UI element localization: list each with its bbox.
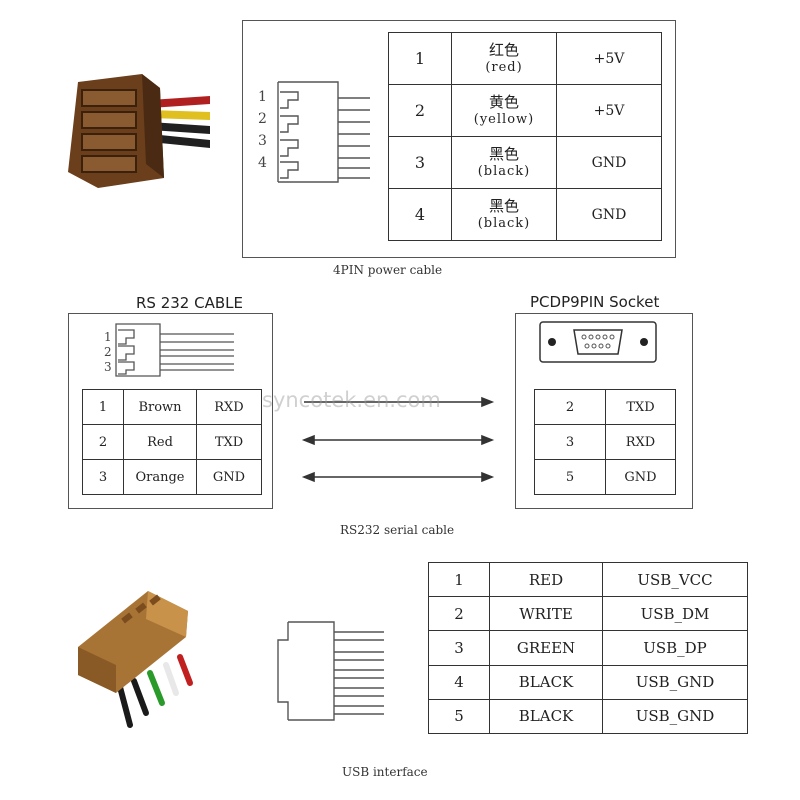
signal-cell: GND: [196, 459, 262, 495]
color-cn: 黑色: [488, 145, 519, 163]
usb-pin-table: 1 RED USB_VCC 2 WRITE USB_DM 3 GREEN USB…: [428, 561, 748, 735]
power-connector-photo: [68, 74, 210, 188]
pin-cell: 3: [82, 459, 124, 495]
pin-cell: 1: [388, 32, 452, 85]
table-row: 5 GND: [534, 459, 676, 495]
color-cell: 黑色(black): [451, 136, 557, 189]
signal-cell: USB_GND: [602, 698, 748, 735]
table-row: 2 WRITE USB_DM: [428, 596, 748, 632]
rs232-pin-number: 3: [104, 360, 112, 374]
pin-cell: 2: [428, 596, 490, 632]
arrow-head: [301, 471, 315, 483]
rs232-cable-title: RS 232 CABLE: [136, 294, 243, 312]
rs232-caption: RS232 serial cable: [340, 523, 455, 537]
color-cell: 黄色(yellow): [451, 84, 557, 137]
table-row: 3 GREEN USB_DP: [428, 630, 748, 666]
rs232-cable-table: 1 Brown RXD 2 Red TXD 3 Orange GND: [82, 389, 262, 495]
table-row: 2 TXD: [534, 389, 676, 425]
power-pin-numbers: 1 2 3 4: [258, 86, 267, 174]
table-row: 5 BLACK USB_GND: [428, 698, 748, 735]
usb-connector-drawing: [277, 621, 384, 721]
signal-cell: GND: [556, 188, 662, 241]
pin-cell: 2: [388, 84, 452, 137]
color-cn: 黑色: [488, 197, 519, 215]
table-row: 4 黑色(black) GND: [388, 188, 662, 241]
signal-cell: TXD: [196, 424, 262, 460]
pin-cell: 5: [428, 698, 490, 735]
pin-cell: 1: [82, 389, 124, 425]
color-en: (red): [485, 60, 523, 75]
rs232-socket-table: 2 TXD 3 RXD 5 GND: [534, 389, 676, 495]
arrow-head: [481, 396, 495, 408]
pin-cell: 4: [428, 664, 490, 700]
pin-cell: 3: [428, 630, 490, 666]
power-pin-number: 1: [258, 89, 267, 105]
power-caption: 4PIN power cable: [333, 263, 443, 277]
signal-cell: USB_GND: [602, 664, 748, 700]
signal-cell: RXD: [605, 424, 676, 460]
signal-cell: RXD: [196, 389, 262, 425]
signal-cell: GND: [556, 136, 662, 189]
rs232-arrows: [301, 396, 495, 483]
color-cell: Red: [123, 424, 197, 460]
usb-caption: USB interface: [342, 765, 428, 779]
rs232-pin-number: 1: [104, 330, 112, 344]
power-pin-table: 1 红色(red) +5V 2 黄色(yellow) +5V 3 黑色(blac…: [388, 32, 662, 241]
pin-cell: 3: [388, 136, 452, 189]
arrow-head: [481, 471, 495, 483]
signal-cell: USB_DP: [602, 630, 748, 666]
table-row: 2 黄色(yellow) +5V: [388, 84, 662, 137]
pin-cell: 3: [534, 424, 606, 460]
color-cell: RED: [489, 561, 603, 598]
signal-cell: USB_VCC: [602, 561, 748, 598]
rs232-pin-numbers: 1 2 3: [104, 330, 112, 375]
color-cell: BLACK: [489, 698, 603, 735]
signal-cell: USB_DM: [602, 596, 748, 632]
color-cell: Brown: [123, 389, 197, 425]
color-cell: 黑色(black): [451, 188, 557, 241]
power-connector-drawing: [277, 81, 370, 183]
table-row: 1 Brown RXD: [82, 389, 262, 425]
signal-cell: +5V: [556, 32, 662, 85]
pin-cell: 2: [82, 424, 124, 460]
arrow-head: [481, 434, 495, 446]
table-row: 3 RXD: [534, 424, 676, 460]
arrow-head: [301, 434, 315, 446]
color-en: (yellow): [473, 112, 535, 127]
table-row: 1 RED USB_VCC: [428, 561, 748, 598]
power-pin-number: 4: [258, 155, 267, 171]
signal-cell: TXD: [605, 389, 676, 425]
rs232-socket-title: PCDP9PIN Socket: [530, 293, 660, 311]
pin-cell: 5: [534, 459, 606, 495]
pin-cell: 2: [534, 389, 606, 425]
color-cn: 黄色: [488, 93, 519, 111]
color-cell: GREEN: [489, 630, 603, 666]
table-row: 4 BLACK USB_GND: [428, 664, 748, 700]
color-en: (black): [477, 216, 531, 231]
color-en: (black): [477, 164, 531, 179]
signal-cell: GND: [605, 459, 676, 495]
rs232-pin-number: 2: [104, 345, 112, 359]
power-pin-number: 3: [258, 133, 267, 149]
color-cell: BLACK: [489, 664, 603, 700]
color-cell: Orange: [123, 459, 197, 495]
color-cell: 红色(red): [451, 32, 557, 85]
signal-cell: +5V: [556, 84, 662, 137]
rs232-connector-drawing: [115, 323, 234, 377]
watermark: syncotek.en.com: [262, 388, 441, 412]
color-cn: 红色: [488, 41, 519, 59]
table-row: 3 Orange GND: [82, 459, 262, 495]
table-row: 3 黑色(black) GND: [388, 136, 662, 189]
pin-cell: 4: [388, 188, 452, 241]
power-pin-number: 2: [258, 111, 267, 127]
pin-cell: 1: [428, 561, 490, 598]
db9-socket-icon: [539, 321, 657, 363]
table-row: 1 红色(red) +5V: [388, 32, 662, 85]
usb-connector-photo: [78, 591, 193, 728]
table-row: 2 Red TXD: [82, 424, 262, 460]
color-cell: WRITE: [489, 596, 603, 632]
